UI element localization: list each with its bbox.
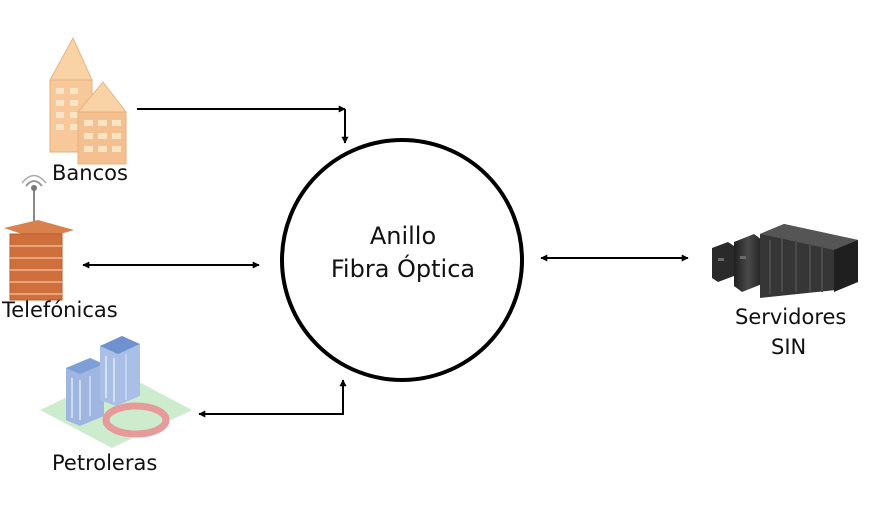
ring-title-line2: Fibra Óptica <box>330 255 476 283</box>
server-rack-icon <box>712 224 858 298</box>
fiber-ring <box>280 138 524 382</box>
label-servidores-line2: SIN <box>771 335 807 359</box>
telecom-tower-icon <box>4 174 74 301</box>
label-telefonicas: Telefónicas <box>2 298 118 322</box>
label-bancos: Bancos <box>52 161 128 185</box>
label-servidores-line1: Servidores <box>735 305 847 329</box>
label-petroleras: Petroleras <box>52 451 158 475</box>
connector-bancos <box>137 109 345 143</box>
ring-title-line1: Anillo <box>369 222 437 250</box>
petroleum-campus-icon <box>40 336 192 448</box>
connector-petroleras <box>198 379 347 418</box>
bank-buildings-icon <box>49 36 128 165</box>
